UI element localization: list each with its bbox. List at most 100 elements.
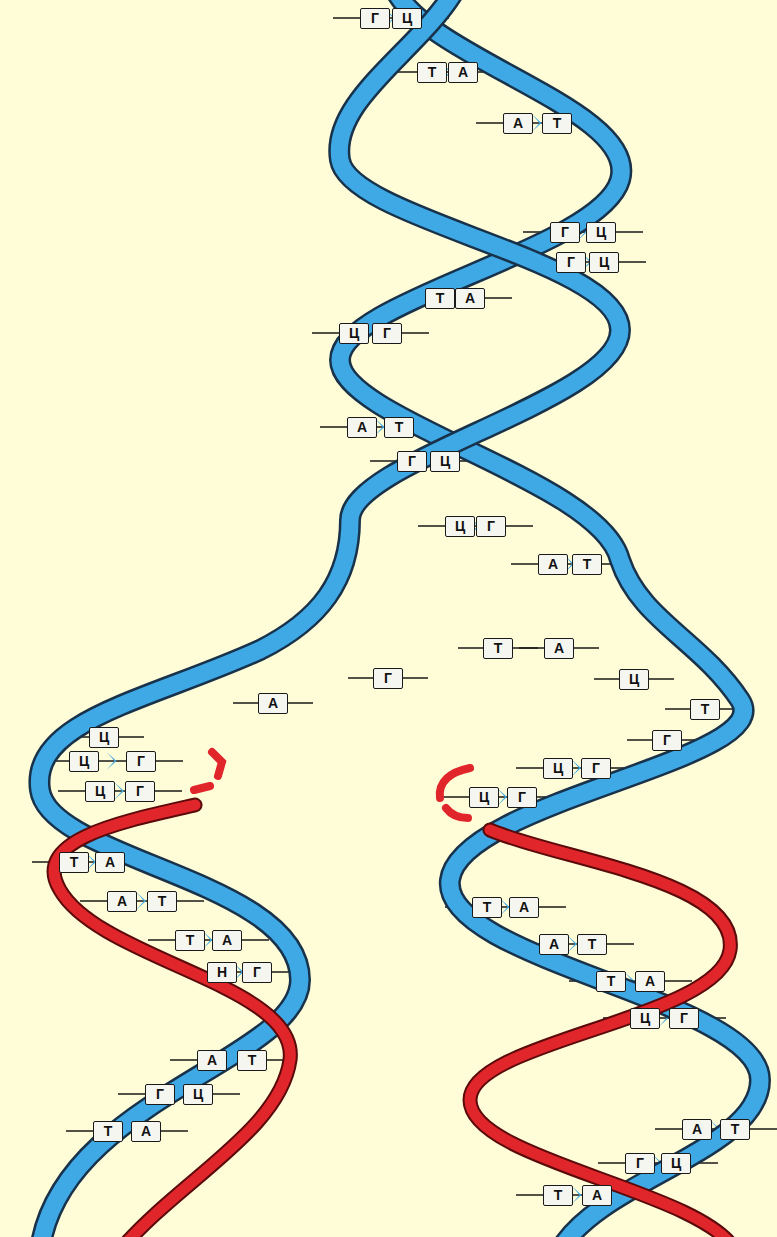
- base-letter: Т: [588, 937, 597, 951]
- base-letter: Т: [70, 855, 79, 869]
- nucleotide-box: Г: [476, 516, 506, 537]
- nucleotide-box: Ц: [589, 252, 619, 273]
- nucleotide-box: А: [509, 897, 539, 918]
- nucleotide-box: Ц: [543, 758, 573, 779]
- base-letter: А: [105, 855, 115, 869]
- nucleotide-box: А: [538, 554, 568, 575]
- nucleotide-box: Ц: [619, 669, 649, 690]
- nucleotide-box: Г: [507, 787, 537, 808]
- nucleotide-box: Г: [581, 758, 611, 779]
- base-letter: Ц: [402, 11, 412, 25]
- nucleotide-box: А: [131, 1121, 161, 1142]
- base-letter: А: [519, 900, 529, 914]
- nucleotide-box: Ц: [392, 8, 422, 29]
- base-letter: А: [222, 933, 232, 947]
- base-letter: Ц: [671, 1156, 681, 1170]
- nucleotide-box: А: [197, 1050, 227, 1071]
- base-letter: Г: [137, 754, 145, 768]
- hydrogen-bond: [114, 782, 124, 800]
- hydrogen-bond: [107, 752, 117, 770]
- base-letter: А: [592, 1188, 602, 1202]
- base-letter: Г: [592, 761, 600, 775]
- base-rung: [58, 790, 182, 792]
- nucleotide-box: Т: [417, 62, 447, 83]
- base-rung: [42, 760, 183, 762]
- base-letter: Т: [701, 702, 710, 716]
- nucleotide-box: А: [682, 1119, 712, 1140]
- nucleotide-box: Т: [690, 699, 720, 720]
- base-letter: Ц: [599, 255, 609, 269]
- nucleotide-box: А: [448, 62, 478, 83]
- nucleotide-box: Ц: [630, 1008, 660, 1029]
- base-letter: Г: [156, 1087, 164, 1101]
- nucleotide-box: Т: [93, 1121, 123, 1142]
- base-letter: А: [513, 116, 523, 130]
- base-letter: Ц: [349, 326, 359, 340]
- nucleotide-box: Т: [425, 288, 455, 309]
- nucleotide-box: Г: [125, 781, 155, 802]
- nucleotide-box: А: [107, 891, 137, 912]
- base-rung: [516, 767, 638, 769]
- base-letter: Г: [663, 733, 671, 747]
- base-letter: А: [554, 641, 564, 655]
- base-letter: Г: [371, 11, 379, 25]
- base-letter: А: [268, 696, 278, 710]
- nucleotide-box: А: [95, 852, 125, 873]
- base-rung: [80, 900, 204, 902]
- strand-outline: [340, 0, 760, 1237]
- base-letter: А: [692, 1122, 702, 1136]
- base-letter: Г: [408, 454, 416, 468]
- base-letter: Г: [561, 225, 569, 239]
- base-letter: Т: [494, 641, 503, 655]
- nucleotide-box: А: [212, 930, 242, 951]
- base-letter: А: [549, 937, 559, 951]
- nucleotide-box: Г: [556, 252, 586, 273]
- base-letter: Г: [253, 965, 261, 979]
- base-letter: А: [357, 420, 367, 434]
- base-letter: Ц: [596, 225, 606, 239]
- new-fragment: [446, 808, 468, 818]
- base-letter: Т: [436, 291, 445, 305]
- nucleotide-box: Т: [472, 897, 502, 918]
- nucleotide-box: Т: [384, 417, 414, 438]
- nucleotide-box: Ц: [89, 727, 119, 748]
- hydrogen-bond: [136, 892, 146, 910]
- nucleotide-box: А: [582, 1185, 612, 1206]
- nucleotide-box: А: [544, 638, 574, 659]
- base-letter: Ц: [640, 1011, 650, 1025]
- nucleotide-box: А: [258, 693, 288, 714]
- hydrogen-bond: [572, 1186, 582, 1204]
- base-letter: Г: [384, 671, 392, 685]
- base-letter: А: [141, 1124, 151, 1138]
- nucleotide-box: Т: [572, 554, 602, 575]
- nucleotide-box: Т: [237, 1050, 267, 1071]
- nucleotide-box: А: [539, 934, 569, 955]
- base-letter: А: [458, 65, 468, 79]
- nucleotide-box: Ц: [586, 222, 616, 243]
- base-letter: А: [645, 974, 655, 988]
- base-letter: А: [207, 1053, 217, 1067]
- base-letter: А: [548, 557, 558, 571]
- new-strand: [470, 830, 735, 1237]
- helix-strands: [39, 0, 760, 1237]
- nucleotide-box: Т: [147, 891, 177, 912]
- base-letter: Г: [518, 790, 526, 804]
- base-letter: Т: [483, 900, 492, 914]
- base-letter: Ц: [455, 519, 465, 533]
- nucleotide-box: Т: [175, 930, 205, 951]
- new-fragment: [440, 768, 470, 798]
- strand-outline: [54, 805, 290, 1237]
- base-letter: Г: [680, 1011, 688, 1025]
- base-letter: Т: [104, 1124, 113, 1138]
- parent-strand: [340, 0, 760, 1237]
- base-letter: Ц: [193, 1087, 203, 1101]
- base-letter: Ц: [95, 784, 105, 798]
- nucleotide-box: Г: [373, 668, 403, 689]
- nucleotide-box: Г: [126, 751, 156, 772]
- nucleotide-box: А: [347, 417, 377, 438]
- base-letter: А: [465, 291, 475, 305]
- base-letter: Ц: [79, 754, 89, 768]
- base-letter: А: [117, 894, 127, 908]
